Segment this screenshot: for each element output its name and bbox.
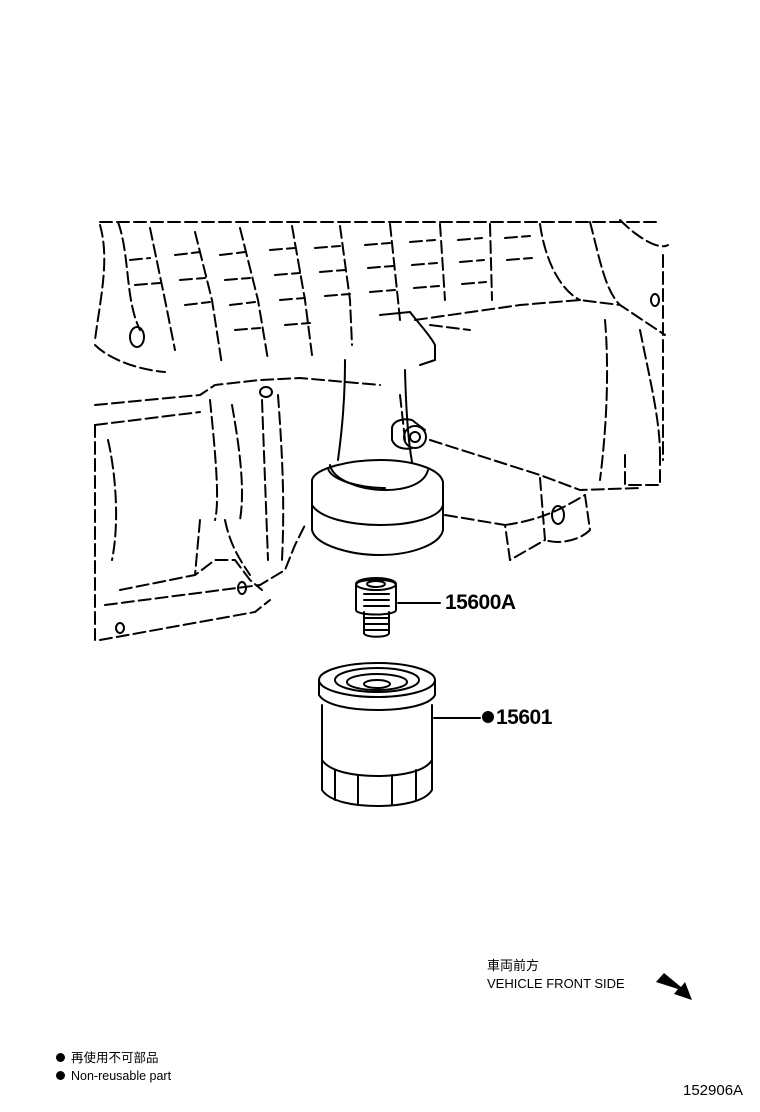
filter-mount-boss [311,359,444,556]
engine-block-solid-details [115,293,660,634]
diagram-id: 152906A [683,1082,744,1099]
legend-line-jp: 再使用不可部品 [56,1049,171,1067]
vehicle-front-label-jp: 車両前方 [487,958,540,973]
part-number-15601: 15601 [496,706,552,729]
part-callout-15600A[interactable]: 15600A [445,591,516,615]
arrow-down-right-icon [656,973,692,1000]
vehicle-front-label-en: VEHICLE FRONT SIDE [487,976,625,991]
part-callout-15601[interactable]: 15601 [482,706,552,730]
legend-line-en: Non-reusable part [56,1067,171,1085]
engine-block-drawing [94,219,669,641]
part-number-15600A: 15600A [445,591,516,614]
oil-filter-15601-drawing[interactable] [318,662,436,807]
filled-circle-icon [482,711,494,723]
filled-circle-icon [56,1071,65,1080]
legend: 再使用不可部品 Non-reusable part [56,1049,171,1085]
union-bolt-15600A-drawing[interactable] [355,577,397,638]
filled-circle-icon [56,1053,65,1062]
vehicle-front-label: 車両前方 VEHICLE FRONT SIDE [487,957,625,993]
